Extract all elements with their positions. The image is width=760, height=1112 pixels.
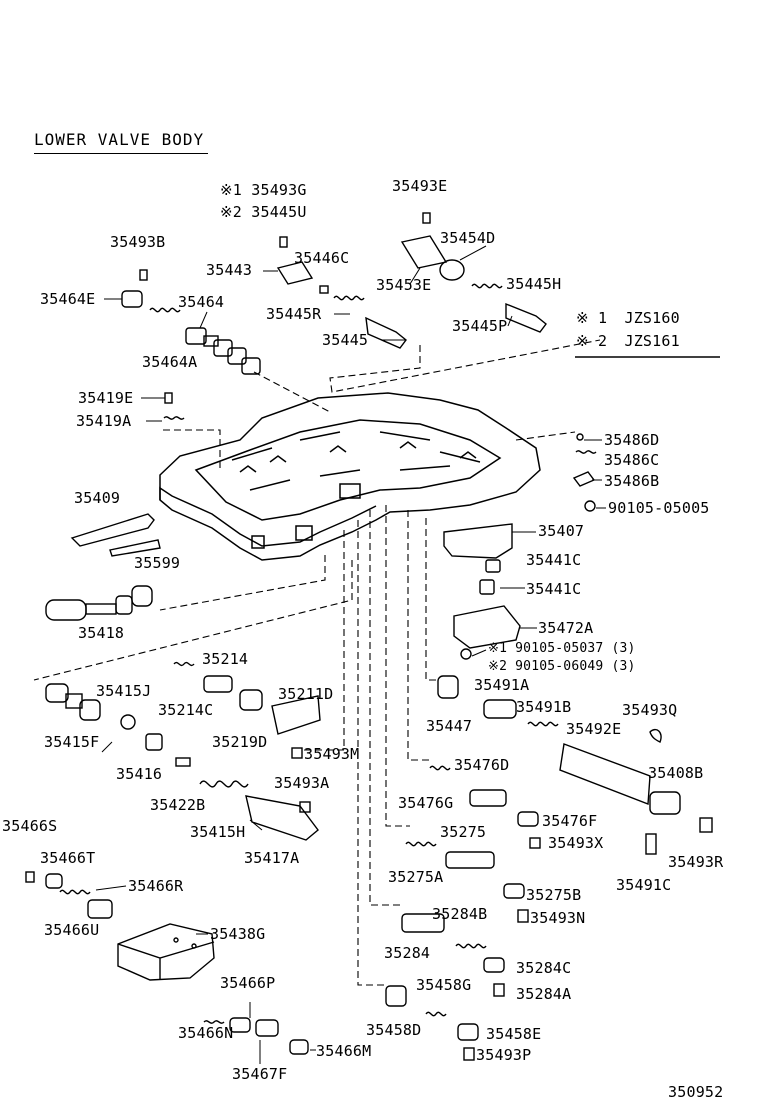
- part-label-35472A[interactable]: 35472A: [538, 619, 594, 637]
- part-label-35422B[interactable]: 35422B: [150, 796, 206, 814]
- part-label-35441C-upper[interactable]: 35441C: [526, 551, 582, 569]
- part-label-35275[interactable]: 35275: [440, 823, 487, 841]
- part-label-35454D[interactable]: 35454D: [440, 229, 496, 247]
- part-label-35415H[interactable]: 35415H: [190, 823, 246, 841]
- part-label-35415J[interactable]: 35415J: [96, 682, 152, 700]
- part-label-35458E[interactable]: 35458E: [486, 1025, 542, 1043]
- part-label-35443[interactable]: 35443: [206, 261, 253, 279]
- figure-id: 350952: [668, 1083, 724, 1101]
- legend-model-1: JZS160: [624, 309, 680, 327]
- part-label-35476G[interactable]: 35476G: [398, 794, 454, 812]
- part-label-35466R[interactable]: 35466R: [128, 877, 184, 895]
- part-label-35407[interactable]: 35407: [538, 522, 585, 540]
- diagram-title: LOWER VALVE BODY: [34, 130, 209, 154]
- part-label-35493G[interactable]: ※1 35493G: [220, 181, 307, 199]
- part-label-90105-05037[interactable]: ※1 90105-05037 (3): [488, 641, 636, 656]
- part-label-35491C[interactable]: 35491C: [616, 876, 672, 894]
- part-label-35486B[interactable]: 35486B: [604, 472, 660, 490]
- part-label-35493R[interactable]: 35493R: [668, 853, 724, 871]
- part-label-35284A[interactable]: 35284A: [516, 985, 572, 1003]
- plate-35407: [443, 523, 513, 559]
- manual-valve-35418: [45, 585, 153, 621]
- part-label-35419E[interactable]: 35419E: [78, 389, 134, 407]
- part-label-35453E[interactable]: 35453E: [376, 276, 432, 294]
- sleeve-35211D: [271, 695, 321, 735]
- part-label-35492E[interactable]: 35492E: [566, 720, 622, 738]
- legend-model-2: JZS161: [624, 332, 680, 350]
- part-label-35447[interactable]: 35447: [426, 717, 473, 735]
- part-label-35493A[interactable]: 35493A: [274, 774, 330, 792]
- part-label-35284B[interactable]: 35284B: [432, 905, 488, 923]
- part-label-35418[interactable]: 35418: [78, 624, 125, 642]
- part-label-35415F[interactable]: 35415F: [44, 733, 100, 751]
- part-label-35214[interactable]: 35214: [202, 650, 249, 668]
- part-label-35493E[interactable]: 35493E: [392, 177, 448, 195]
- part-label-35486C[interactable]: 35486C: [604, 451, 660, 469]
- valve-35464: [185, 327, 261, 375]
- detent-spring-35409: [70, 513, 155, 547]
- legend-entry-1: ※ 1 JZS160: [576, 310, 680, 327]
- sleeve-35417A: [245, 795, 319, 841]
- part-label-35219D[interactable]: 35219D: [212, 733, 268, 751]
- part-label-35466U[interactable]: 35466U: [44, 921, 100, 939]
- part-label-35445R[interactable]: 35445R: [266, 305, 322, 323]
- legend-mark-2: ※ 2: [576, 332, 608, 350]
- part-label-35458G[interactable]: 35458G: [416, 976, 472, 994]
- part-label-35408B[interactable]: 35408B: [648, 764, 704, 782]
- part-label-35445H[interactable]: 35445H: [506, 275, 562, 293]
- part-label-35466P[interactable]: 35466P: [220, 974, 276, 992]
- part-label-35211D[interactable]: 35211D: [278, 685, 334, 703]
- part-label-35466M[interactable]: 35466M: [316, 1042, 372, 1060]
- part-label-35409[interactable]: 35409: [74, 489, 121, 507]
- part-label-35464[interactable]: 35464: [178, 293, 225, 311]
- part-label-35438G[interactable]: 35438G: [210, 925, 266, 943]
- part-label-35419A[interactable]: 35419A: [76, 412, 132, 430]
- part-label-35416[interactable]: 35416: [116, 765, 163, 783]
- part-label-35467F[interactable]: 35467F: [232, 1065, 288, 1083]
- part-label-35493X[interactable]: 35493X: [548, 834, 604, 852]
- part-label-35445[interactable]: 35445: [322, 331, 369, 349]
- part-label-35275A[interactable]: 35275A: [388, 868, 444, 886]
- part-label-35493P[interactable]: 35493P: [476, 1046, 532, 1064]
- part-label-35458D[interactable]: 35458D: [366, 1021, 422, 1039]
- part-label-35445P[interactable]: 35445P: [452, 317, 508, 335]
- part-label-35417A[interactable]: 35417A: [244, 849, 300, 867]
- legend-mark-1: ※ 1: [576, 309, 608, 327]
- valve-35415F: [45, 683, 101, 721]
- part-label-35466T[interactable]: 35466T: [40, 849, 96, 867]
- part-label-35466S[interactable]: 35466S: [2, 817, 58, 835]
- part-label-90105-06049[interactable]: ※2 90105-06049 (3): [488, 659, 636, 674]
- valve-block-35438G: [117, 923, 215, 981]
- part-label-35486D[interactable]: 35486D: [604, 431, 660, 449]
- part-label-35476F[interactable]: 35476F: [542, 812, 598, 830]
- valve-body-plate: [159, 392, 541, 561]
- part-label-35284C[interactable]: 35284C: [516, 959, 572, 977]
- part-label-35441C-lower[interactable]: 35441C: [526, 580, 582, 598]
- part-label-35493Q[interactable]: 35493Q: [622, 701, 678, 719]
- sleeve-35492E: [559, 743, 651, 805]
- part-label-35491A[interactable]: 35491A: [474, 676, 530, 694]
- part-label-35464A[interactable]: 35464A: [142, 353, 198, 371]
- part-label-35445U[interactable]: ※2 35445U: [220, 203, 307, 221]
- part-label-35599[interactable]: 35599: [134, 554, 181, 572]
- part-label-90105-05005[interactable]: 90105-05005: [608, 499, 710, 517]
- part-label-35464E[interactable]: 35464E: [40, 290, 96, 308]
- part-label-35476D[interactable]: 35476D: [454, 756, 510, 774]
- sleeve-35453E: [400, 235, 465, 281]
- part-label-35466N[interactable]: 35466N: [178, 1024, 234, 1042]
- part-label-35284[interactable]: 35284: [384, 944, 431, 962]
- part-label-35491B[interactable]: 35491B: [516, 698, 572, 716]
- legend-entry-2: ※ 2 JZS161: [576, 333, 680, 350]
- part-label-35493B[interactable]: 35493B: [110, 233, 166, 251]
- part-label-35214C[interactable]: 35214C: [158, 701, 214, 719]
- part-label-35493M[interactable]: 35493M: [304, 745, 360, 763]
- part-label-35275B[interactable]: 35275B: [526, 886, 582, 904]
- part-label-35446C[interactable]: 35446C: [294, 249, 350, 267]
- part-label-35493N[interactable]: 35493N: [530, 909, 586, 927]
